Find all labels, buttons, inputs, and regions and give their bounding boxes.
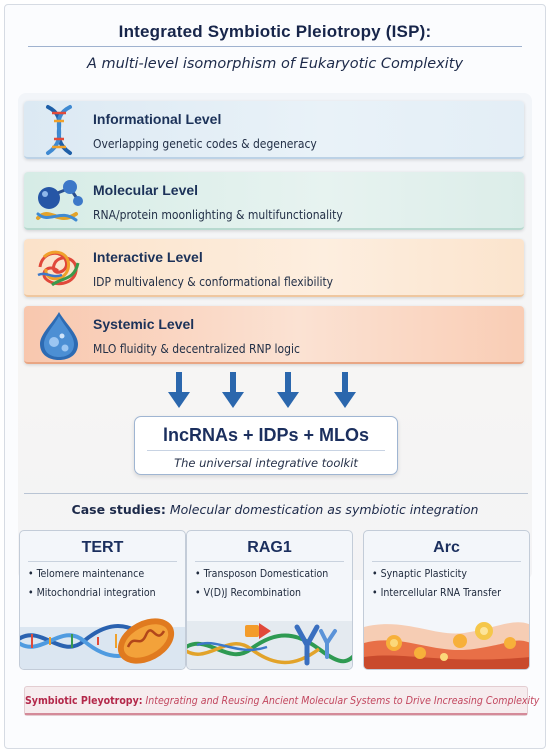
level-informational: Informational Level Overlapping genetic … — [24, 101, 524, 159]
case-studies-label: Case studies: — [71, 502, 166, 517]
figure-subtitle: A multi-level isomorphism of Eukaryotic … — [86, 56, 464, 72]
case-point: V(D)J Recombination — [195, 584, 328, 603]
level-description: IDP multivalency & conformational flexib… — [93, 275, 334, 289]
level-name: Informational Level — [93, 111, 222, 127]
case-studies-heading: Case studies: Molecular domestication as… — [0, 502, 550, 517]
case-point: Mitochondrial integration — [28, 584, 156, 603]
level-name: Molecular Level — [93, 182, 199, 198]
level-molecular: Molecular Level RNA/protein moonlighting… — [24, 172, 524, 230]
level-name: Systemic Level — [93, 316, 195, 332]
case-title: Arc — [433, 539, 460, 556]
toolkit-subtitle: The universal integrative toolkit — [174, 456, 358, 470]
case-divider — [372, 561, 521, 562]
footer-label: Symbiotic Pleyotropy: — [25, 695, 143, 707]
level-description: Overlapping genetic codes & degeneracy — [93, 137, 317, 151]
title-divider — [28, 46, 522, 47]
case-card-arc: Arc Synaptic Plasticity Intercellular RN… — [363, 530, 530, 670]
case-card-rag1: RAG1 Transposon Domestication V(D)J Reco… — [186, 530, 353, 670]
dna-helix-icon — [46, 105, 72, 155]
case-point: Telomere maintenance — [28, 565, 156, 584]
case-studies-description: Molecular domestication as symbiotic int… — [169, 502, 479, 517]
case-points: Synaptic Plasticity Intercellular RNA Tr… — [372, 565, 501, 603]
transposon-antibody-illustration — [187, 621, 352, 669]
toolkit-box: lncRNAs + IDPs + MLOs The universal inte… — [134, 416, 398, 475]
case-points: Transposon Domestication V(D)J Recombina… — [195, 565, 329, 603]
footer-accent-bar — [25, 713, 527, 715]
footer-text: Symbiotic Pleyotropy: Integrating and Re… — [25, 695, 539, 707]
footer-banner: Symbiotic Pleyotropy: Integrating and Re… — [24, 686, 539, 716]
down-arrow-icon — [277, 372, 299, 408]
case-point: Transposon Domestication — [195, 565, 329, 584]
droplet-icon — [40, 312, 78, 360]
synapse-vesicles-illustration — [364, 622, 529, 669]
figure-title: Integrated Symbiotic Pleiotropy (ISP): — [118, 22, 432, 41]
level-interactive: Interactive Level IDP multivalency & con… — [24, 239, 524, 297]
level-description: RNA/protein moonlighting & multifunction… — [93, 208, 343, 222]
case-point: Synaptic Plasticity — [372, 565, 501, 584]
toolkit-divider — [147, 450, 385, 451]
level-systemic: Systemic Level MLO fluidity & decentrali… — [24, 306, 524, 364]
case-divider — [28, 561, 177, 562]
case-title: RAG1 — [247, 539, 292, 556]
level-name: Interactive Level — [93, 249, 203, 265]
protein-tangle-icon — [37, 250, 80, 287]
case-title: TERT — [81, 539, 124, 556]
case-point: Intercellular RNA Transfer — [372, 584, 501, 603]
down-arrow-icon — [222, 372, 244, 408]
footer-description: Integrating and Reusing Ancient Molecula… — [145, 695, 540, 707]
case-points: Telomere maintenance Mitochondrial integ… — [28, 565, 156, 603]
down-arrow-icon — [168, 372, 190, 408]
case-studies-divider — [24, 493, 528, 494]
level-description: MLO fluidity & decentralized RNP logic — [93, 342, 300, 356]
case-card-tert: TERT Telomere maintenance Mitochondrial … — [19, 530, 186, 670]
down-arrow-icon — [334, 372, 356, 408]
molecule-icon — [36, 180, 83, 222]
dna-mitochondrion-illustration — [20, 618, 185, 669]
toolkit-title: lncRNAs + IDPs + MLOs — [162, 425, 370, 445]
case-divider — [195, 561, 344, 562]
